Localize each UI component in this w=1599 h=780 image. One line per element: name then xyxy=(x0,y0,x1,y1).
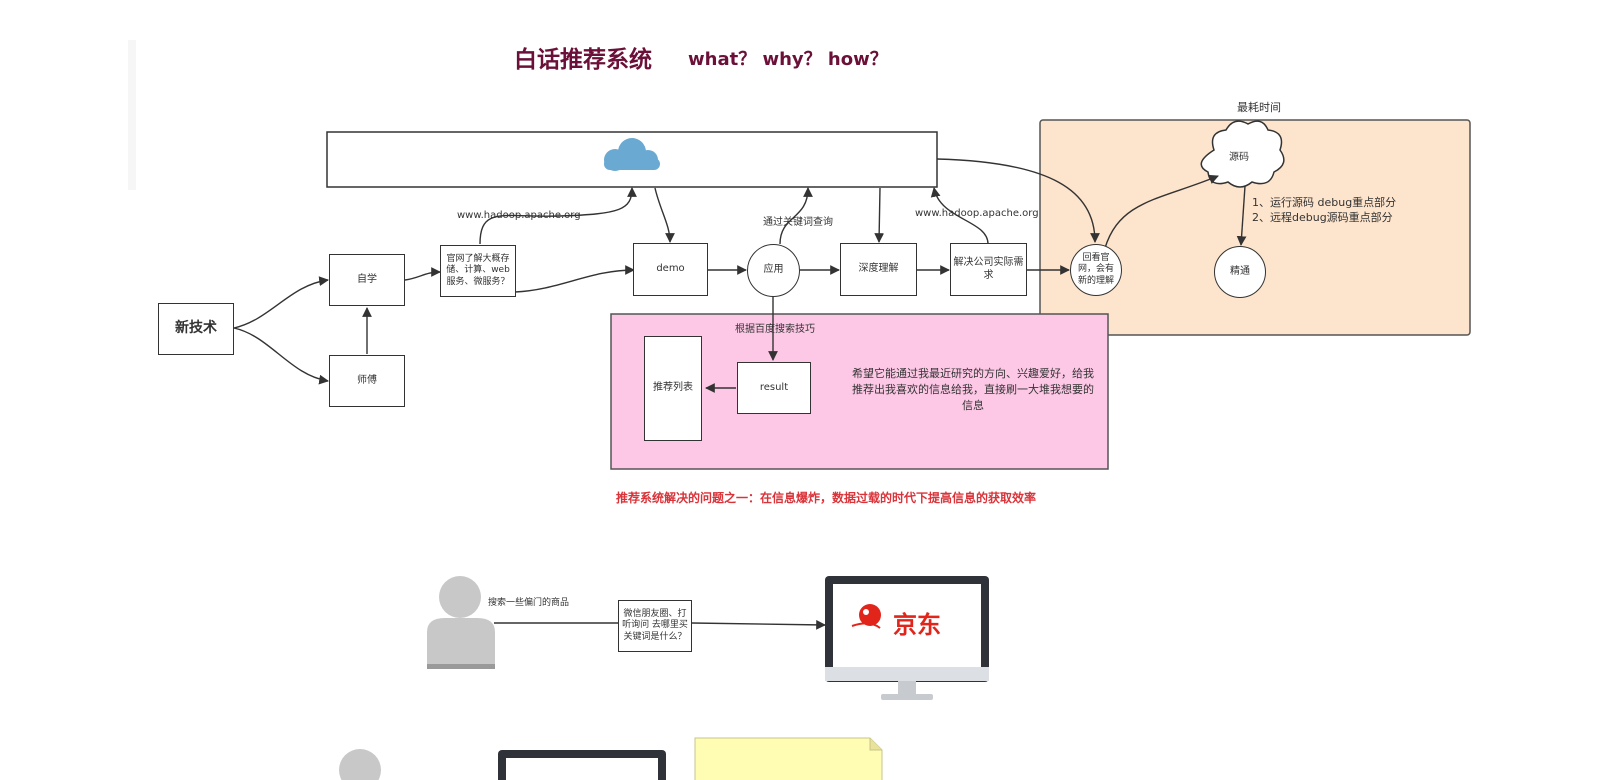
label-baidu-search: 根据百度搜索技巧 xyxy=(735,324,815,335)
node-master-label: 精通 xyxy=(1230,265,1250,277)
label-keyword-query: 通过关键词查询 xyxy=(763,217,833,228)
node-official-site[interactable]: 官网了解大概存储、计算、web服务、微服务？ xyxy=(440,245,516,297)
cloud-icon xyxy=(604,138,660,171)
label-search-goods: 搜索一些偏门的商品 xyxy=(488,598,570,608)
node-apply[interactable]: 应用 xyxy=(747,244,800,297)
node-new-tech-label: 新技术 xyxy=(175,320,217,337)
node-official-site-label: 官网了解大概存储、计算、web服务、微服务？ xyxy=(446,254,510,287)
edge-source-master xyxy=(1236,185,1247,246)
label-debug-2: 2、远程debug源码重点部分 xyxy=(1252,211,1393,224)
page-title: 白话推荐系统 xyxy=(514,47,652,73)
edge-cloud-revisit xyxy=(936,158,1100,243)
node-company[interactable]: 解决公司实际需求 xyxy=(950,243,1027,296)
node-self-study-label: 自学 xyxy=(357,273,377,285)
label-hadoop-url-2: www.hadoop.apache.org xyxy=(915,208,1039,219)
label-most-time: 最耗时间 xyxy=(1237,101,1281,114)
edge-cloud-deep xyxy=(874,187,885,243)
node-mentor-label: 师傅 xyxy=(357,374,377,386)
node-self-study[interactable]: 自学 xyxy=(329,254,405,306)
monitor-icon xyxy=(498,750,666,780)
node-wechat[interactable]: 微信朋友圈、打听询问 去哪里买关键词是什么？ xyxy=(618,600,692,652)
node-wechat-label: 微信朋友圈、打听询问 去哪里买关键词是什么？ xyxy=(622,609,688,642)
node-new-tech[interactable]: 新技术 xyxy=(158,303,234,355)
page-subtitle: what？ why？ how？ xyxy=(688,49,888,70)
edge-newtech-selfstudy xyxy=(233,276,329,329)
node-revisit-label: 回看官网，会有新的理解 xyxy=(1077,253,1114,286)
node-deep[interactable]: 深度理解 xyxy=(840,243,917,296)
node-demo[interactable]: demo xyxy=(633,243,708,296)
note-icon xyxy=(694,737,883,780)
node-rec-list-label: 推荐列表 xyxy=(653,382,693,394)
label-problem: 推荐系统解决的问题之一：在信息爆炸，数据过载的时代下提高信息的获取效率 xyxy=(616,491,1037,505)
node-revisit[interactable]: 回看官网，会有新的理解 xyxy=(1070,244,1122,296)
monitor-icon xyxy=(825,576,989,700)
node-apply-label: 应用 xyxy=(763,264,784,276)
edge-newtech-mentor xyxy=(233,327,329,385)
orange-region xyxy=(1039,119,1471,336)
jd-brand-text: 京东 xyxy=(893,611,941,639)
connectors xyxy=(233,158,1247,630)
jd-mascot-icon xyxy=(851,604,881,629)
edge-official-cloud xyxy=(479,187,637,245)
node-demo-label: demo xyxy=(656,263,685,275)
label-debug-1: 1、运行源码 debug重点部分 xyxy=(1252,196,1397,209)
edge-cloud-demo xyxy=(654,187,675,243)
edge-apply-cloud xyxy=(779,187,813,245)
node-company-label: 解决公司实际需求 xyxy=(953,257,1024,281)
person-icon xyxy=(427,576,495,669)
label-hadoop-url-1: www.hadoop.apache.org xyxy=(457,210,581,221)
edge-official-demo xyxy=(514,265,635,293)
scan-artifact xyxy=(128,40,136,190)
node-source-code-label: 源码 xyxy=(1229,152,1249,163)
label-wish: 希望它能通过我最近研究的方向、兴趣爱好，给我推荐出我喜欢的信息给我，直接刷一大堆… xyxy=(852,367,1094,412)
node-deep-label: 深度理解 xyxy=(858,263,899,275)
node-master[interactable]: 精通 xyxy=(1214,246,1266,298)
node-result-label: result xyxy=(759,381,789,393)
node-mentor[interactable]: 师傅 xyxy=(329,355,405,407)
edge-revisit-source xyxy=(1104,174,1219,249)
person-icon xyxy=(339,749,381,780)
node-rec-list[interactable]: 推荐列表 xyxy=(644,336,702,441)
edge-wechat-jd xyxy=(691,619,826,630)
node-result[interactable]: result xyxy=(737,362,811,414)
edge-company-cloud xyxy=(930,187,989,245)
edge-selfstudy-official xyxy=(404,267,441,281)
